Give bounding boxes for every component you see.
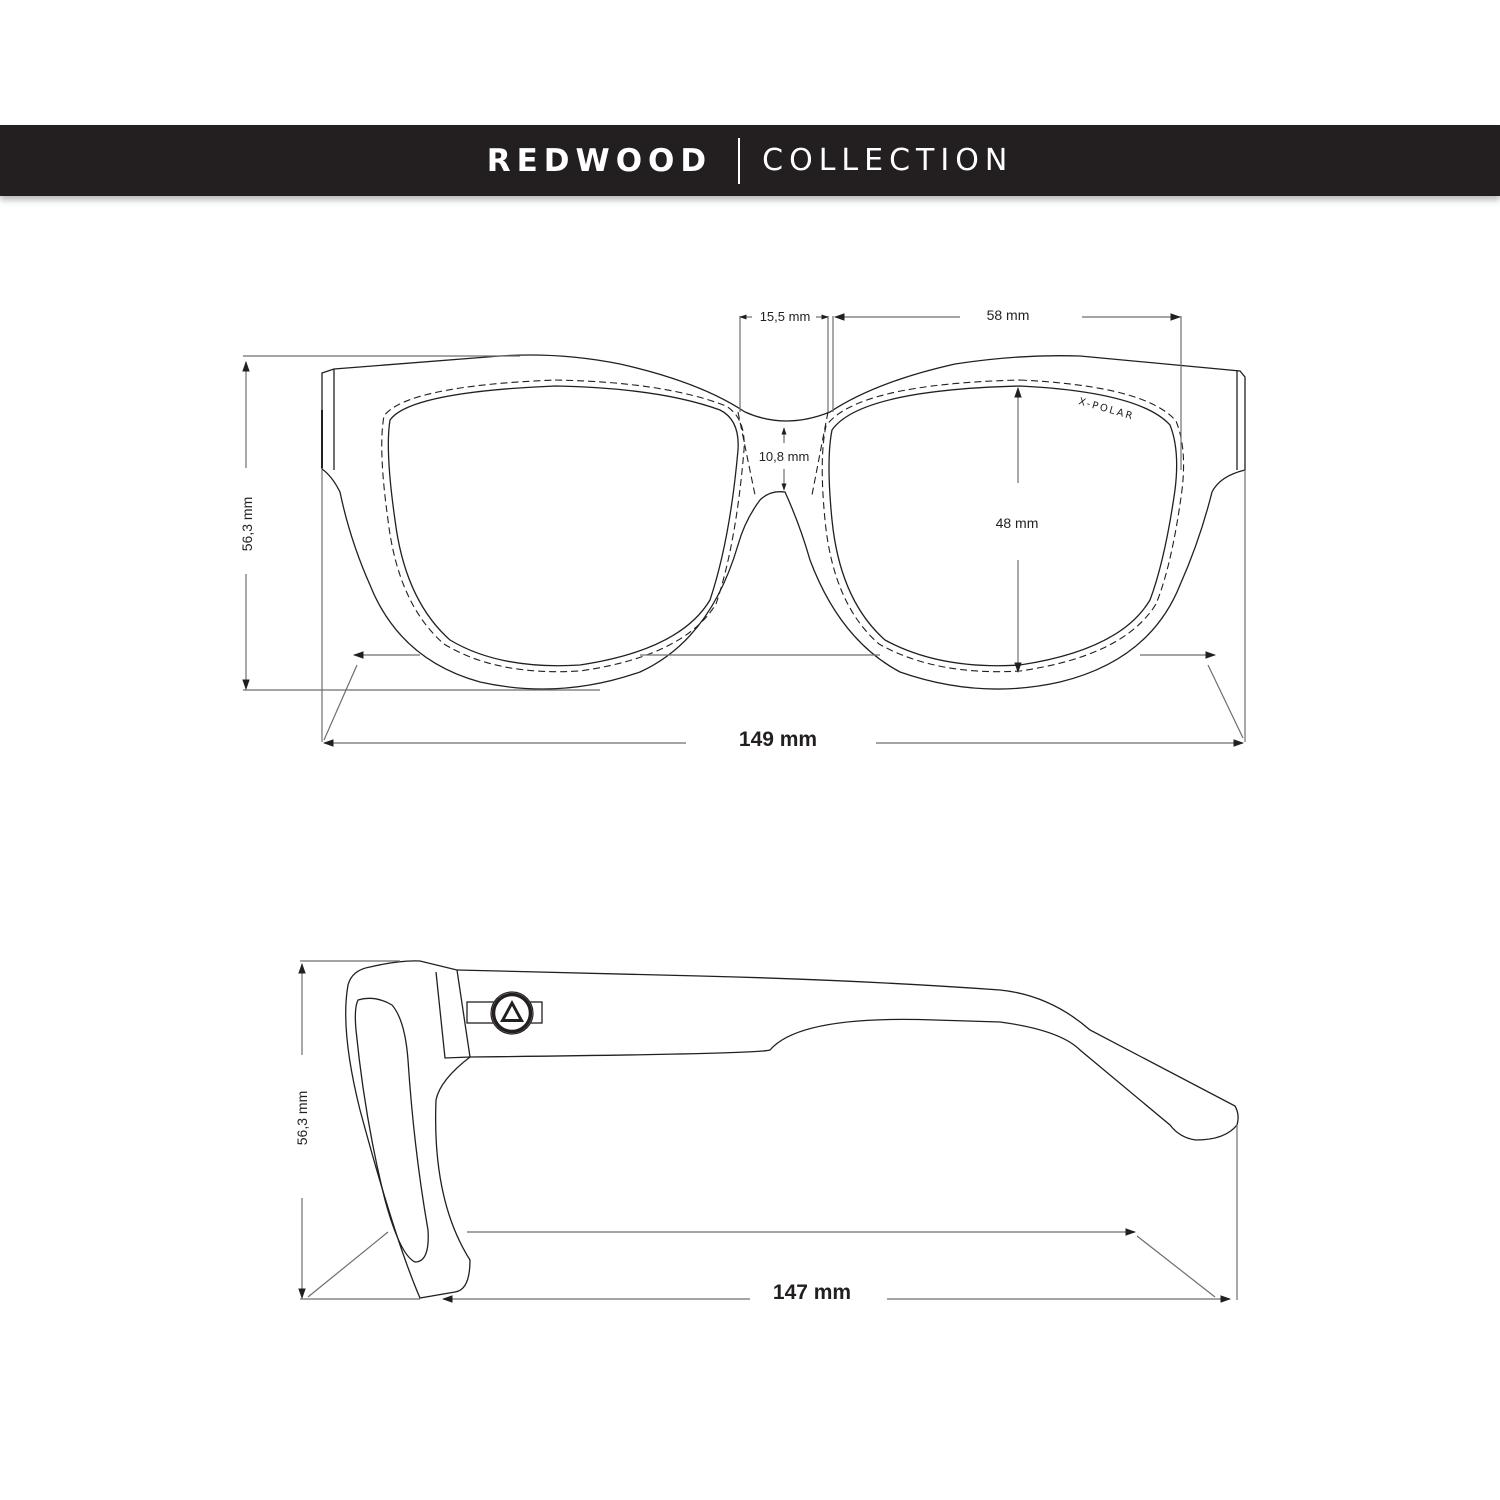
front-view: X-POLAR 15,5 mm 58 mm 10,8 mm 48 mm 56,3… — [239, 307, 1246, 751]
left-nosepad-line — [737, 411, 756, 496]
lens-brand-text: X-POLAR — [1077, 396, 1135, 422]
right-lens-outline — [828, 385, 1178, 667]
collection-header-band: REDWOOD COLLECTION — [0, 125, 1500, 196]
collection-name: REDWOOD — [486, 142, 713, 179]
lens-width-label: 58 mm — [987, 307, 1030, 323]
bridge-width-label: 15,5 mm — [760, 309, 811, 324]
temple-logo-ring — [491, 992, 533, 1034]
side-height-label: 56,3 mm — [294, 1091, 310, 1145]
collection-label: COLLECTION — [762, 143, 1014, 178]
side-frame-outer — [345, 960, 471, 1299]
side-view: 56,3 mm 147 mm — [294, 960, 1239, 1304]
left-lens-groove — [381, 379, 745, 673]
temple-length-label: 147 mm — [773, 1281, 851, 1304]
diag-leader-left — [323, 664, 358, 741]
total-width-label: 149 mm — [739, 728, 817, 751]
side-diag-leader-left — [307, 1231, 389, 1298]
diag-leader-right — [1207, 664, 1244, 739]
header-divider — [738, 137, 741, 184]
side-diag-leader-right — [1136, 1235, 1216, 1298]
frame-height-label: 56,3 mm — [239, 497, 255, 551]
side-frame-inner — [354, 997, 429, 1263]
left-lens-outline — [387, 385, 739, 667]
side-hinge-block — [435, 971, 471, 1059]
bridge-height-label: 10,8 mm — [759, 449, 810, 464]
lens-height-label: 48 mm — [996, 515, 1039, 531]
temple-arm — [456, 969, 1239, 1141]
right-nosepad-line — [811, 411, 829, 496]
triangle-logo-icon — [500, 1000, 524, 1022]
